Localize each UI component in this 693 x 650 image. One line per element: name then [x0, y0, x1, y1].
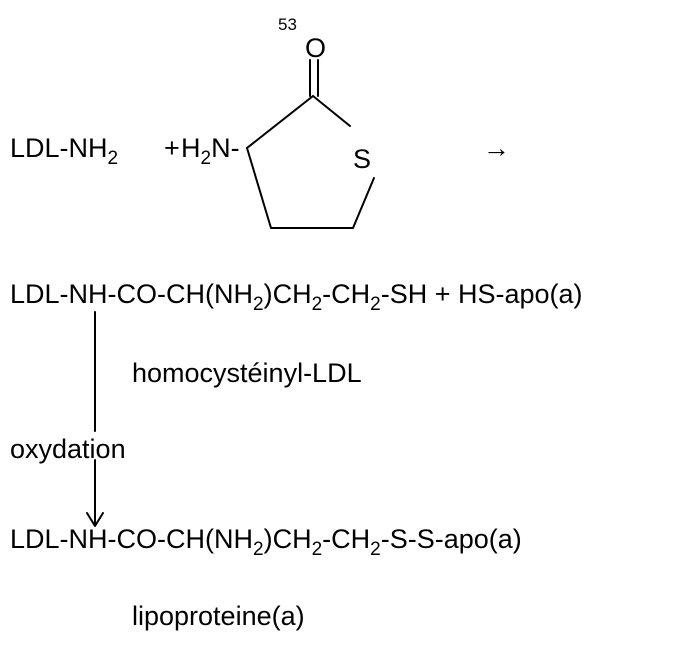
oxidation-arrow	[86, 311, 104, 527]
plus-sign: +	[164, 133, 180, 163]
reactant-ldl-nh2: LDL-NH2	[10, 133, 118, 169]
amino-group-label: H2N-	[181, 133, 240, 169]
oxidation-label: oxydation	[10, 434, 126, 464]
ring-oxygen-atom: O	[305, 33, 326, 63]
ring-bond-ch2-to-c	[246, 147, 272, 229]
product-formula: LDL-NH-CO-CH(NH2)CH2-CH2-SH + HS-apo(a)	[10, 279, 583, 315]
final-label: lipoproteine(a)	[132, 601, 305, 631]
intermediate-label: homocystéinyl-LDL	[132, 358, 362, 388]
ring-sulfur-atom: S	[353, 144, 371, 174]
ring-bond-n-to-c	[246, 95, 314, 149]
ring-bond-s-to-ch2	[352, 177, 375, 229]
ring-bond-c-to-s	[312, 95, 351, 127]
final-formula: LDL-NH-CO-CH(NH2)CH2-CH2-S-S-apo(a)	[10, 524, 522, 560]
reaction-arrow: →	[483, 133, 510, 163]
thiolactone-ring: O 53 S	[246, 15, 375, 229]
ring-number-label: 53	[278, 15, 297, 34]
